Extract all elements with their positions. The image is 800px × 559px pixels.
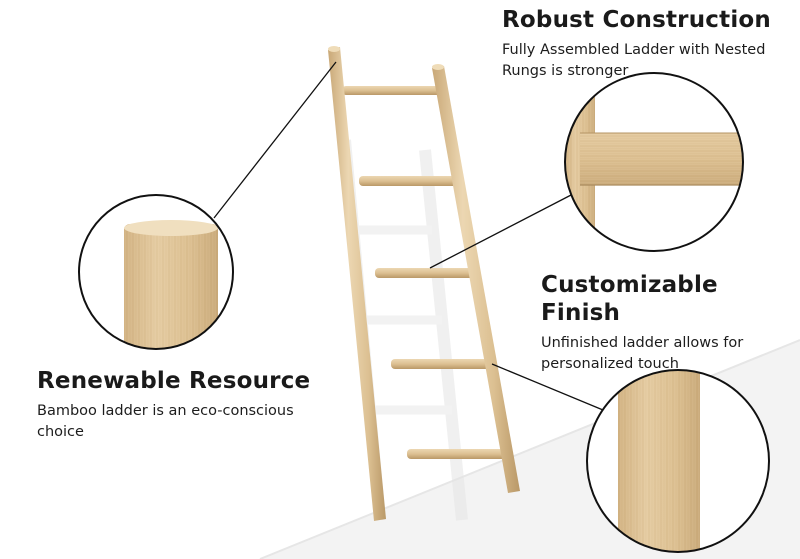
feature-customizable-finish: Customizable Finish Unfinished ladder al…: [541, 271, 796, 375]
callout-line-robust: [429, 193, 574, 269]
zoom-circle-joint: [564, 72, 744, 252]
ladder-rung: [342, 86, 446, 95]
ladder-right-rail: [432, 66, 520, 493]
feature-title: Robust Construction: [502, 7, 771, 33]
ladder-rung: [375, 268, 476, 278]
ladder-left-rail: [328, 47, 386, 521]
callout-line-renewable: [213, 61, 337, 219]
ladder-rung: [407, 449, 506, 459]
feature-renewable-resource: Renewable Resource Bamboo ladder is an e…: [37, 367, 337, 443]
zoom-circle-rail-top: [78, 194, 234, 350]
feature-description: Fully Assembled Ladder with Nested Rungs…: [502, 42, 766, 79]
ladder-rung: [391, 359, 491, 369]
bamboo-ladder: [328, 46, 520, 521]
feature-title: Renewable Resource: [37, 368, 311, 394]
feature-title: Customizable Finish: [541, 272, 718, 326]
callout-line-custom: [491, 363, 604, 411]
ladder-rung: [359, 176, 461, 186]
feature-robust-construction: Robust Construction Fully Assembled Ladd…: [502, 6, 792, 82]
zoom-circle-rail-surface: [586, 369, 770, 553]
feature-description: Unfinished ladder allows for personalize…: [541, 335, 744, 372]
feature-description: Bamboo ladder is an eco-conscious choice: [37, 403, 294, 440]
